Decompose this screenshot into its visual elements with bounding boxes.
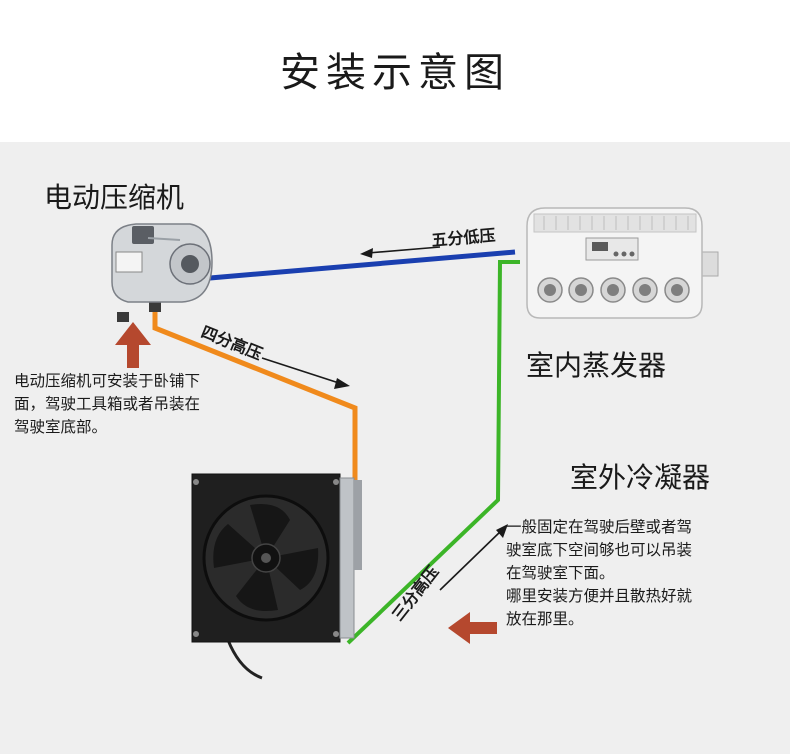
condenser-label: 室外冷凝器 — [570, 461, 711, 494]
compressor-note-line: 电动压缩机可安装于卧铺下 — [14, 372, 201, 390]
condenser-note-line: 放在那里。 — [506, 610, 584, 628]
condenser-note-line: 在驾驶室下面。 — [506, 564, 615, 582]
high-pressure-4-pipe — [152, 300, 358, 490]
condenser-note-line: 驶室底下空间够也可以吊装 — [506, 541, 693, 559]
low-pressure-pipe — [209, 249, 516, 281]
compressor-illustration — [111, 223, 213, 322]
compressor-note-line: 面，驾驶工具箱或者吊装在 — [14, 395, 201, 413]
evaporator-label: 室内蒸发器 — [526, 349, 667, 382]
condenser-note: 一般固定在驾驶后壁或者驾 驶室底下空间够也可以吊装 在驾驶室下面。 哪里安装方便… — [506, 516, 692, 631]
high-pressure-3-arrow — [439, 524, 508, 591]
condenser-note-line: 一般固定在驾驶后壁或者驾 — [506, 518, 693, 536]
compressor-note: 电动压缩机可安装于卧铺下 面，驾驶工具箱或者吊装在 驾驶室底部。 — [14, 370, 200, 439]
condenser-note-arrow — [448, 612, 497, 644]
low-pressure-label: 五分低压 — [431, 225, 496, 250]
condenser-note-line: 哪里安装方便并且散热好就 — [506, 587, 693, 605]
condenser-illustration — [191, 473, 362, 680]
high-pressure-4-arrow — [261, 357, 350, 389]
high-pressure-3-pipe — [346, 260, 520, 645]
page-title: 安装示意图 — [280, 50, 510, 96]
compressor-label: 电动压缩机 — [44, 181, 185, 214]
high-pressure-3-label: 三分高压 — [388, 562, 442, 624]
compressor-note-arrow — [115, 322, 151, 368]
low-pressure-arrow — [360, 246, 441, 258]
evaporator-illustration — [526, 207, 719, 319]
compressor-note-line: 驾驶室底部。 — [14, 418, 108, 436]
